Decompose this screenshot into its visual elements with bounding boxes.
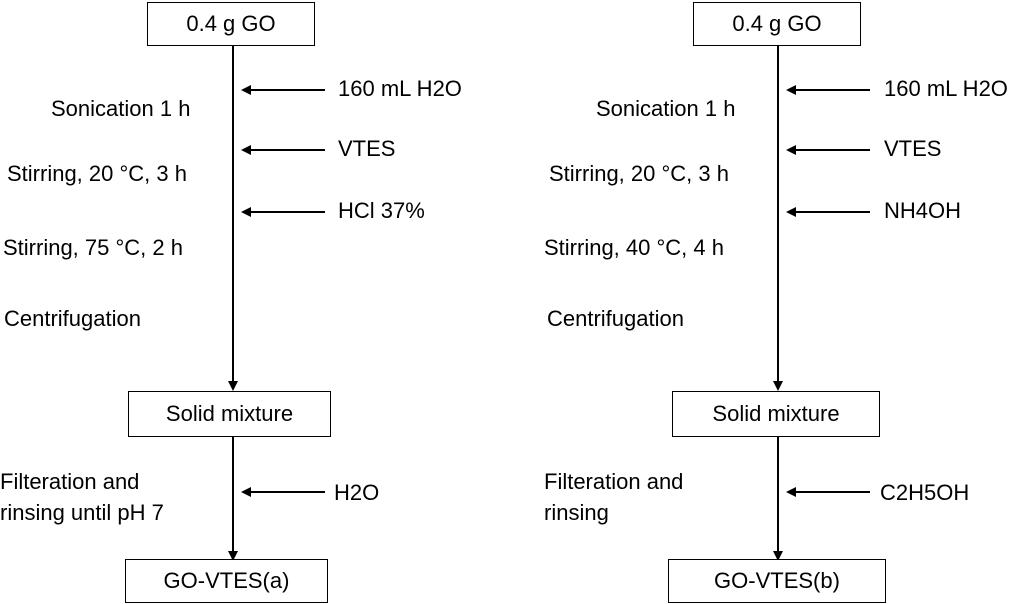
right-step-stirring-1: Stirring, 20 °C, 3 h	[549, 161, 729, 186]
left-arrowhead-to-solid	[228, 381, 238, 391]
left-step-filtration: Filteration and rinsing until pH 7	[0, 466, 164, 528]
left-flow-line-lower	[232, 437, 234, 552]
left-reagent-vtes: VTES	[338, 136, 396, 161]
left-reagent-water: 160 mL H2O	[338, 78, 462, 100]
left-step-stirring-1: Stirring, 20 °C, 3 h	[7, 161, 187, 186]
left-step-centrifugation: Centrifugation	[4, 306, 141, 331]
right-reagent-arrow-3	[795, 211, 870, 213]
left-arrowhead-to-product	[228, 551, 238, 561]
right-reagent-arrow-2	[795, 149, 870, 151]
right-filter-line-1: Filteration and	[544, 469, 684, 494]
right-product-box: GO-VTES(b)	[668, 559, 886, 603]
left-product-label: GO-VTES(a)	[163, 568, 290, 593]
right-step-filtration: Filteration and rinsing	[544, 466, 683, 528]
right-flow-line-lower	[777, 437, 779, 552]
left-reagent-water-text: 160 mL H2O	[338, 76, 462, 101]
left-reagent-arrowhead-3	[241, 207, 251, 217]
left-reagent-arrow-2	[250, 149, 325, 151]
right-step-sonication: Sonication 1 h	[596, 96, 736, 121]
right-step-centrifugation: Centrifugation	[547, 306, 684, 331]
right-reagent-ammonia: NH4OH	[884, 198, 962, 223]
left-start-box: 0.4 g GO	[147, 2, 315, 46]
right-product-label: GO-VTES(b)	[714, 568, 840, 593]
left-flow-line-upper	[232, 46, 234, 381]
right-solid-mixture-box: Solid mixture	[672, 391, 880, 437]
right-flow-line-upper	[777, 46, 779, 381]
left-reagent-rinse-water: H2O	[334, 480, 380, 505]
left-reagent-arrow-3	[250, 211, 325, 213]
left-product-box: GO-VTES(a)	[125, 559, 328, 603]
right-reagent-arrow-4	[795, 491, 870, 493]
right-reagent-water: 160 mL H2O	[884, 76, 1008, 101]
left-reagent-arrowhead-4	[241, 487, 251, 497]
right-start-box: 0.4 g GO	[693, 2, 861, 46]
left-solid-mixture-box: Solid mixture	[128, 391, 331, 437]
right-reagent-ethanol: C2H5OH	[880, 480, 970, 505]
right-reagent-arrow-1	[795, 89, 870, 91]
left-reagent-hcl: HCl 37%	[338, 198, 425, 223]
left-reagent-arrow-4	[250, 491, 325, 493]
left-reagent-arrow-1	[250, 89, 325, 91]
right-step-stirring-2: Stirring, 40 °C, 4 h	[544, 235, 724, 260]
right-solid-mixture-label: Solid mixture	[712, 401, 840, 426]
right-reagent-arrowhead-4	[786, 487, 796, 497]
right-start-label: 0.4 g GO	[732, 11, 822, 36]
right-arrowhead-to-solid	[773, 381, 783, 391]
left-solid-mixture-label: Solid mixture	[165, 401, 294, 426]
left-start-label: 0.4 g GO	[186, 11, 276, 36]
right-reagent-vtes: VTES	[884, 136, 942, 161]
left-reagent-arrowhead-2	[241, 145, 251, 155]
right-arrowhead-to-product	[773, 551, 783, 561]
right-reagent-arrowhead-1	[786, 85, 796, 95]
left-step-sonication: Sonication 1 h	[51, 96, 191, 121]
left-step-stirring-2: Stirring, 75 °C, 2 h	[3, 235, 183, 260]
left-filter-line-2: rinsing until pH 7	[0, 500, 164, 525]
left-filter-line-1: Filteration and	[0, 469, 140, 494]
right-reagent-arrowhead-2	[786, 145, 796, 155]
right-filter-line-2: rinsing	[544, 500, 609, 525]
left-reagent-arrowhead-1	[241, 85, 251, 95]
right-reagent-arrowhead-3	[786, 207, 796, 217]
